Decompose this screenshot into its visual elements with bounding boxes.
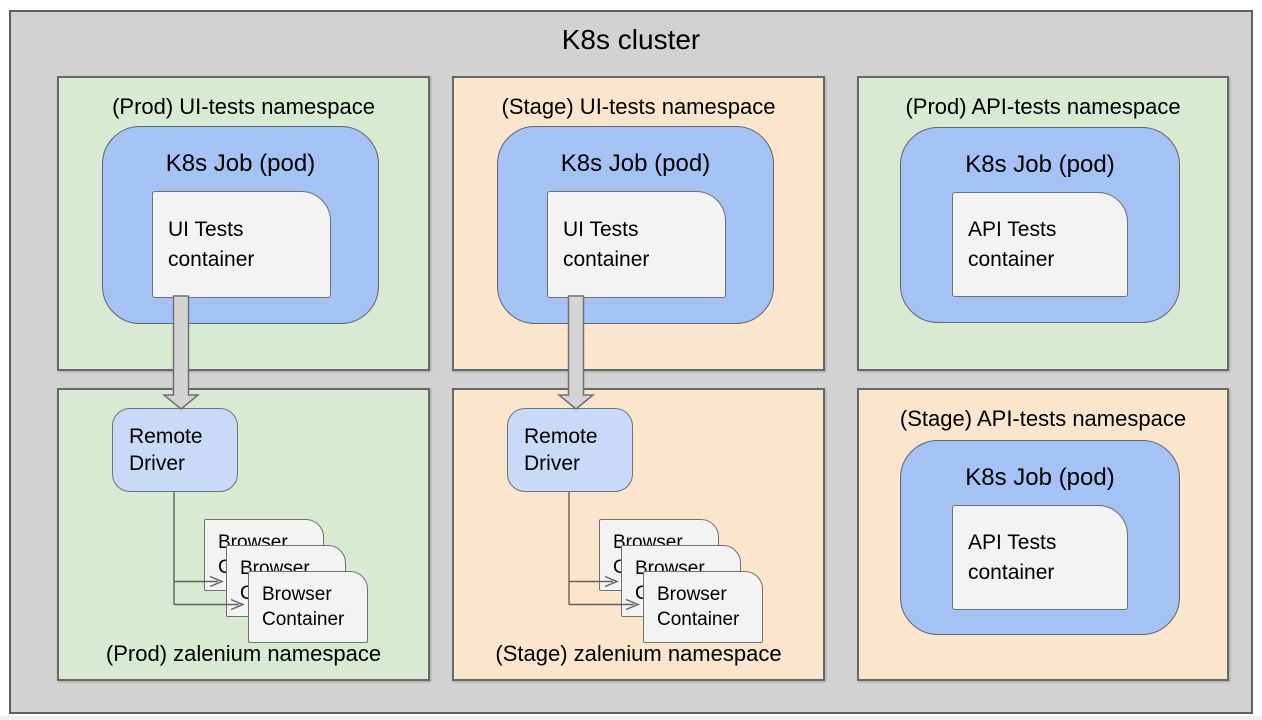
browser-container-box: Browser Container [248,571,368,643]
namespace-title: (Prod) zalenium namespace [105,641,382,666]
k8s-job-pod-label: K8s Job (pod) [965,464,1115,491]
namespace-title: (Stage) UI-tests namespace [501,94,776,119]
namespace-title: (Stage) zalenium namespace [495,641,782,666]
page-bottom-strip [0,716,1262,720]
api-tests-container-box-stage: API Tests container [952,505,1128,610]
api-tests-container-box-prod: API Tests container [952,192,1128,297]
cluster-title: K8s cluster [561,24,701,55]
ui-tests-container-box-prod: UI Tests container [152,191,331,298]
remote-driver-box-prod: Remote Driver [112,408,238,492]
remote-driver-box-stage: Remote Driver [507,408,633,492]
browser-container-box: Browser Container [643,571,763,643]
k8s-job-pod-label: K8s Job (pod) [165,150,316,177]
k8s-job-pod-label: K8s Job (pod) [965,151,1115,178]
k8s-job-pod-label: K8s Job (pod) [560,150,711,177]
ui-tests-container-box-stage: UI Tests container [547,191,726,298]
namespace-title: (Stage) API-tests namespace [899,406,1187,431]
namespace-title: (Prod) API-tests namespace [905,94,1181,119]
namespace-title: (Prod) UI-tests namespace [112,94,375,119]
